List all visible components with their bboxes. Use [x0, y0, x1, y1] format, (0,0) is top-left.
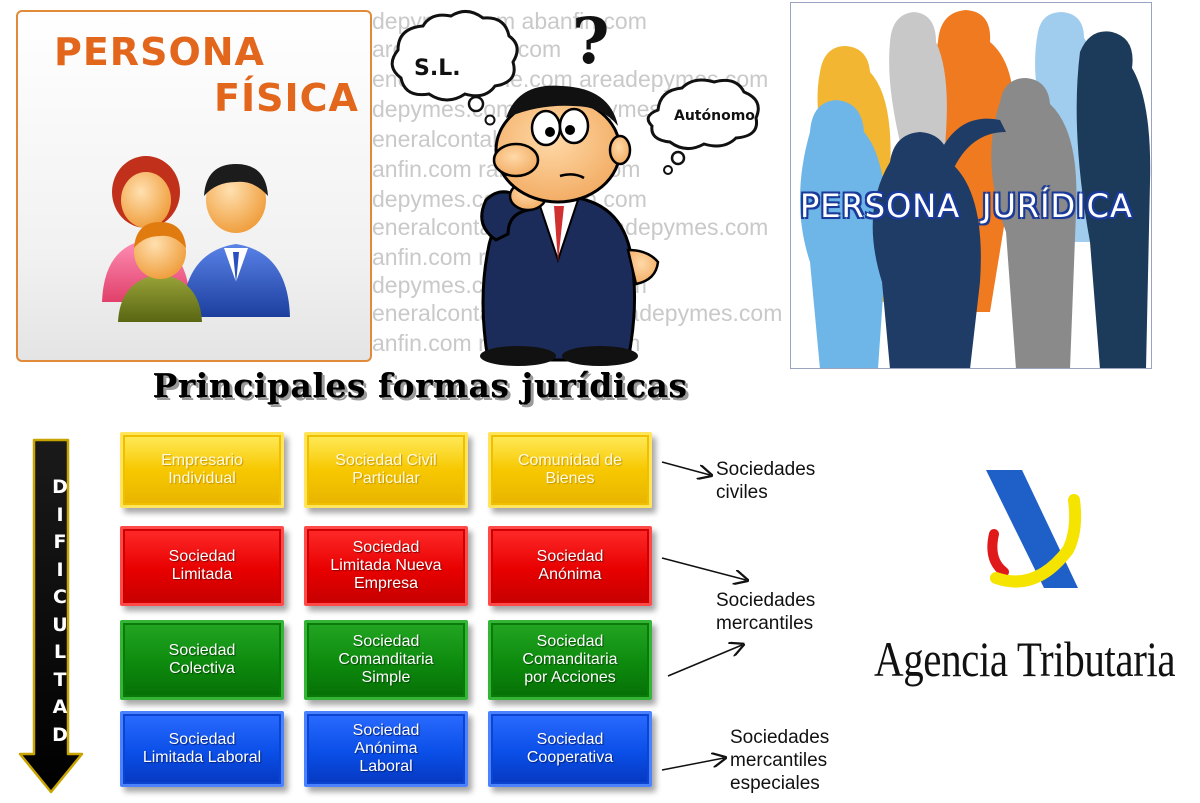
category-mercantiles: Sociedades mercantiles [716, 589, 815, 635]
persona-juridica-word2: JURÍDICA [982, 187, 1133, 225]
dificultad-letter: I [56, 503, 64, 526]
people-group-icon [102, 156, 290, 322]
dificultad-letter: D [52, 476, 68, 498]
down-arrow-icon [18, 438, 84, 794]
forma-juridica-box: Empresario Individual [120, 432, 284, 508]
persona-fisica-line1: PERSONA [54, 30, 265, 74]
agencia-tributaria-logo-icon [986, 470, 1082, 588]
dificultad-letter: A [52, 696, 68, 718]
category-mercantiles-line2: mercantiles [716, 613, 814, 634]
dificultad-letter: D [52, 723, 68, 746]
selection-frame [790, 2, 1152, 369]
persona-juridica-panel: PERSONA JURÍDICA [790, 2, 1152, 369]
forma-juridica-box: Sociedad Comanditaria por Acciones [488, 620, 652, 700]
forma-juridica-box: Sociedad Comanditaria Simple [304, 620, 468, 700]
forma-juridica-box: Sociedad Civil Particular [304, 432, 468, 508]
category-civiles-line2: civiles [716, 482, 768, 503]
sl-bubble-text: S.L. [414, 56, 461, 81]
forma-juridica-box: Sociedad Colectiva [120, 620, 284, 700]
category-civiles: Sociedades civiles [716, 458, 815, 504]
question-mark: ? [572, 4, 610, 79]
forma-juridica-box: Sociedad Anónima [488, 526, 652, 606]
dificultad-letter: I [56, 558, 64, 581]
silhouettes-icon [800, 10, 1151, 369]
persona-fisica-line2: FÍSICA [214, 76, 359, 120]
persona-juridica-word1: PERSONA [800, 187, 961, 225]
confused-businessman-illustration [390, 10, 760, 366]
autonomo-bubble-text: Autónomo [674, 108, 755, 124]
dificultad-letter: C [53, 586, 67, 608]
main-title: Principales formas jurídicas [152, 366, 688, 405]
category-mercantiles-line1: Sociedades [716, 590, 816, 611]
agencia-tributaria-text: Agencia Tributaria [874, 631, 1176, 687]
category-civiles-line1: Sociedades [716, 459, 816, 480]
category-especiales-line2: mercantiles [730, 750, 828, 771]
category-especiales-line3: especiales [730, 773, 820, 794]
forma-juridica-box: Sociedad Limitada Laboral [120, 711, 284, 787]
persona-fisica-panel: PERSONA FÍSICA [16, 10, 372, 362]
forma-juridica-box: Sociedad Anónima Laboral [304, 711, 468, 787]
dificultad-letter: T [53, 668, 67, 691]
forma-juridica-box: Sociedad Limitada Nueva Empresa [304, 526, 468, 606]
forma-juridica-box: Sociedad Limitada [120, 526, 284, 606]
forma-juridica-box: Sociedad Cooperativa [488, 711, 652, 787]
forma-juridica-box: Comunidad de Bienes [488, 432, 652, 508]
category-especiales: Sociedades mercantiles especiales [730, 726, 829, 795]
dificultad-letter: F [53, 531, 67, 553]
category-pointer-arrows [661, 461, 760, 771]
category-especiales-line1: Sociedades [730, 727, 830, 748]
dificultad-letter: U [52, 613, 68, 636]
dificultad-letter: L [53, 641, 67, 663]
